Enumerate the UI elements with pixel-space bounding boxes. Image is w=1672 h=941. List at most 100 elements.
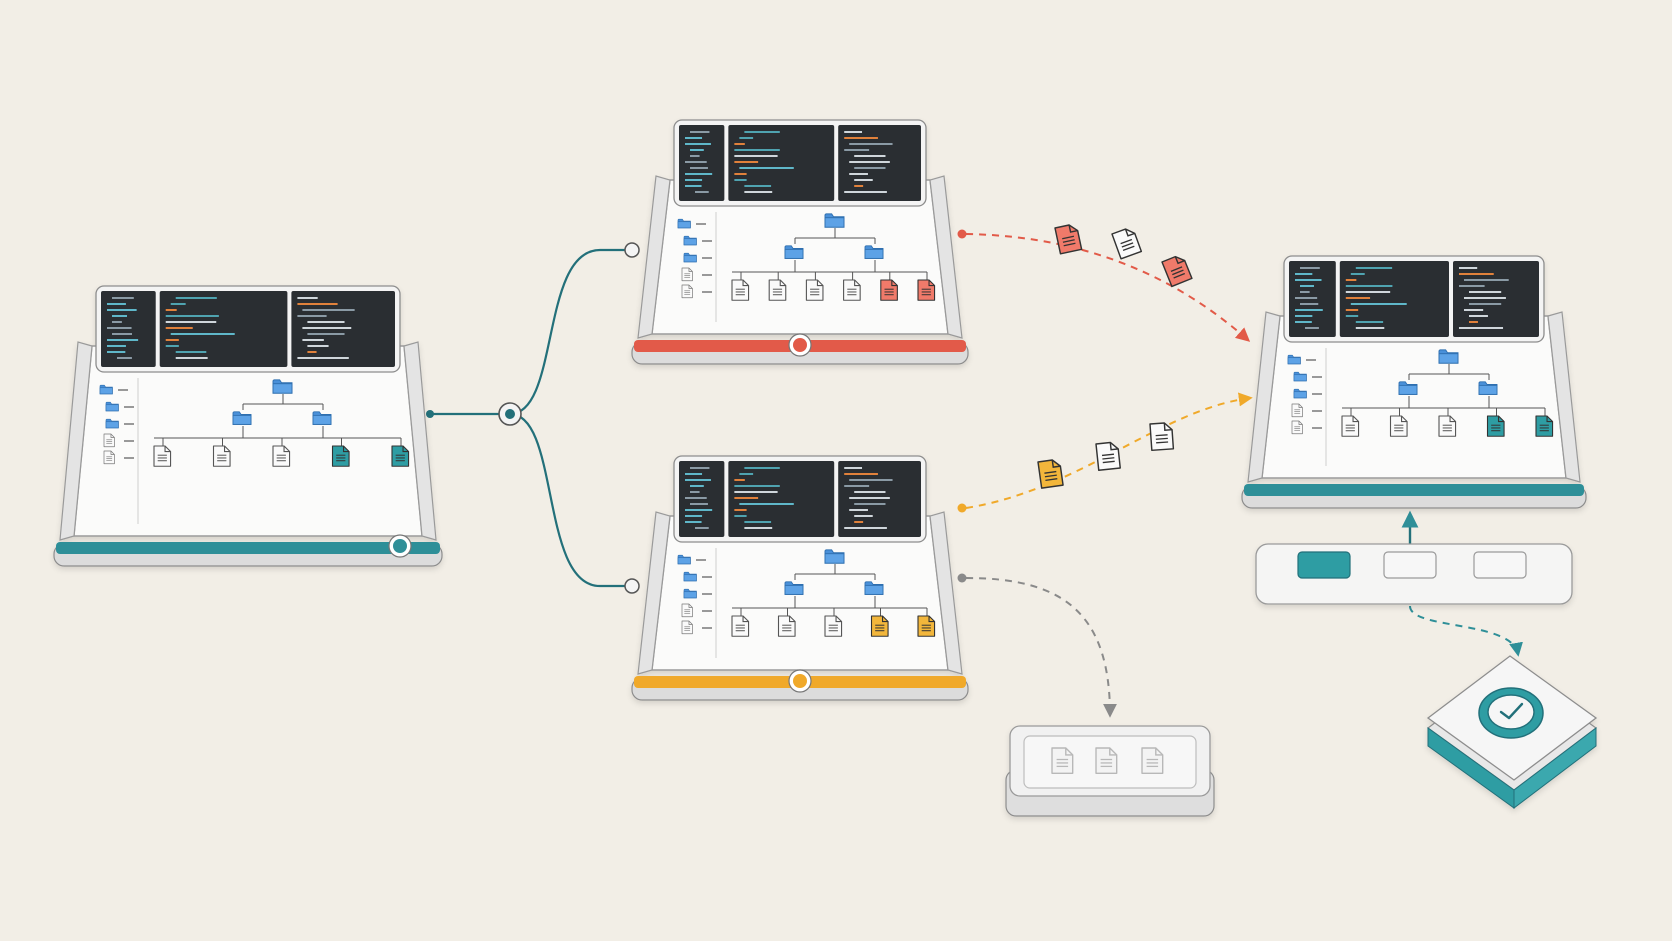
red-branch bbox=[631, 119, 969, 365]
file-icon bbox=[1054, 224, 1083, 255]
folder-icon bbox=[824, 549, 845, 564]
file-icon bbox=[731, 279, 750, 301]
folder-icon bbox=[105, 401, 119, 412]
folder-icon bbox=[784, 245, 804, 259]
folder-icon bbox=[683, 571, 697, 582]
file-icon bbox=[1438, 415, 1457, 437]
file-icon bbox=[917, 279, 936, 301]
file-icon bbox=[103, 433, 115, 448]
file-icon bbox=[1051, 747, 1074, 774]
folder-icon bbox=[864, 245, 884, 259]
folder-icon bbox=[105, 418, 119, 429]
file-tree bbox=[1341, 349, 1554, 437]
file-icon bbox=[843, 279, 861, 301]
code-panel bbox=[679, 461, 725, 537]
option bbox=[1473, 551, 1527, 579]
clock-icon bbox=[1478, 687, 1544, 739]
folder-icon bbox=[1293, 388, 1307, 399]
file-icon bbox=[1486, 415, 1505, 437]
file-icon bbox=[1341, 415, 1360, 437]
file-sidebar bbox=[99, 384, 134, 465]
file-sidebar bbox=[1287, 354, 1322, 435]
merged-branch bbox=[1241, 255, 1587, 509]
folder-icon bbox=[99, 384, 113, 395]
code-panel bbox=[838, 461, 921, 537]
file-icon bbox=[391, 445, 410, 467]
file-tree bbox=[731, 549, 936, 637]
file-icon bbox=[681, 620, 693, 635]
folder-icon bbox=[1293, 371, 1307, 382]
file-icon bbox=[1095, 441, 1121, 471]
file-icon bbox=[153, 445, 172, 467]
file-icon bbox=[681, 267, 693, 282]
split-hub bbox=[498, 402, 522, 426]
edge-red-to-merged bbox=[957, 224, 1251, 342]
file-icon bbox=[777, 615, 796, 637]
file-icon bbox=[917, 615, 936, 637]
file-icon bbox=[681, 603, 693, 618]
file-icon bbox=[1111, 228, 1143, 260]
selected-option bbox=[1297, 551, 1351, 579]
file-icon bbox=[272, 445, 291, 467]
file-icon bbox=[870, 615, 889, 637]
file-icon bbox=[1291, 420, 1303, 435]
folder-icon bbox=[1287, 354, 1301, 365]
file-icon bbox=[1095, 747, 1118, 774]
edge-to-red-branch bbox=[509, 248, 628, 416]
file-icon bbox=[681, 284, 693, 299]
file-icon bbox=[103, 450, 115, 465]
selector-panel bbox=[1255, 543, 1573, 605]
folder-icon bbox=[677, 554, 691, 565]
discard-tray bbox=[1005, 725, 1215, 817]
branch-split-edges bbox=[426, 242, 640, 594]
orange-port bbox=[788, 669, 812, 693]
folder-icon bbox=[312, 411, 332, 425]
file-icon bbox=[1291, 403, 1303, 418]
folder-icon bbox=[677, 218, 691, 229]
source-port bbox=[388, 534, 412, 558]
option bbox=[1383, 551, 1437, 579]
source-branch bbox=[53, 285, 443, 567]
folder-icon bbox=[1438, 349, 1459, 364]
file-icon bbox=[1149, 422, 1175, 452]
folder-icon bbox=[683, 588, 697, 599]
code-panel bbox=[291, 291, 395, 367]
file-tree bbox=[153, 379, 410, 467]
edge-selector-to-clock bbox=[1409, 605, 1523, 657]
node-accent-band bbox=[56, 542, 440, 554]
code-panel bbox=[728, 461, 835, 537]
code-panel bbox=[1453, 261, 1539, 337]
code-panel bbox=[838, 125, 921, 201]
file-icon bbox=[731, 615, 750, 637]
file-icon bbox=[1535, 415, 1554, 437]
file-tree bbox=[731, 213, 936, 301]
red-input-port bbox=[624, 242, 640, 258]
file-icon bbox=[212, 445, 231, 467]
edge-orange-to-merged bbox=[957, 392, 1253, 513]
folder-icon bbox=[1478, 381, 1498, 395]
code-panel bbox=[679, 125, 725, 201]
red-port bbox=[788, 333, 812, 357]
edge-orange-to-discard bbox=[957, 573, 1117, 718]
folder-icon bbox=[1398, 381, 1418, 395]
code-panel bbox=[728, 125, 835, 201]
folder-icon bbox=[683, 252, 697, 263]
folder-icon bbox=[232, 411, 252, 425]
file-icon bbox=[331, 445, 350, 467]
node-accent-band bbox=[1244, 484, 1584, 496]
file-icon bbox=[880, 279, 898, 301]
clock-node bbox=[1426, 655, 1598, 810]
folder-icon bbox=[824, 213, 845, 228]
code-panel bbox=[101, 291, 156, 367]
file-sidebar bbox=[677, 218, 712, 299]
file-icon bbox=[1161, 255, 1193, 288]
code-panel bbox=[159, 291, 288, 367]
folder-icon bbox=[683, 235, 697, 246]
orange-branch bbox=[631, 455, 969, 701]
code-panel bbox=[1339, 261, 1449, 337]
file-icon bbox=[768, 279, 787, 301]
edge-to-orange-branch bbox=[509, 412, 628, 588]
file-icon bbox=[805, 279, 824, 301]
folder-icon bbox=[864, 581, 884, 595]
